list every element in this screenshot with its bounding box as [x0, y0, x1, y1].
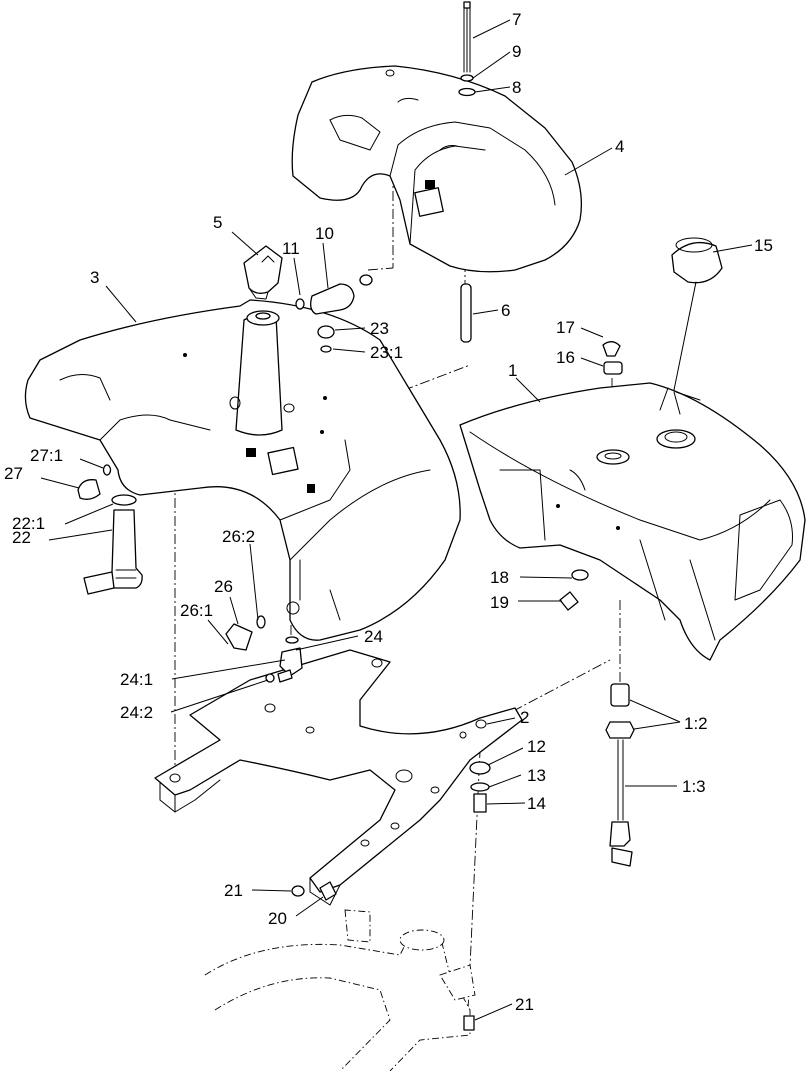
part-4-upper-cover	[291, 65, 583, 273]
callout-21-lower: 21	[515, 995, 534, 1014]
callout-15: 15	[754, 236, 773, 255]
callout-2: 2	[520, 708, 529, 727]
callout-26: 26	[214, 577, 233, 596]
callout-labels: 7 9 8 4 15 5 10 11 3 6 23 23:1 17 16 1 2…	[4, 10, 773, 1014]
part-2-mounting-plate	[154, 649, 523, 906]
callout-4: 4	[615, 137, 624, 156]
callout-7: 7	[512, 10, 521, 29]
callout-1: 1	[508, 361, 517, 380]
callout-22: 22	[12, 528, 31, 547]
callout-10: 10	[315, 224, 334, 243]
callout-14: 14	[527, 794, 546, 813]
callout-21-upper: 21	[224, 881, 243, 900]
callout-26-2: 26:2	[222, 527, 255, 546]
callout-9: 9	[512, 42, 521, 61]
leader-lines	[40, 19, 753, 1021]
frame-phantom	[204, 909, 476, 1071]
callout-11: 11	[282, 239, 300, 258]
callout-6: 6	[501, 301, 510, 320]
callout-24-2: 24:2	[120, 703, 153, 722]
callout-16: 16	[556, 348, 575, 367]
callout-20: 20	[268, 909, 287, 928]
callout-27-1: 27:1	[30, 446, 63, 465]
callout-17: 17	[556, 318, 575, 337]
callout-8: 8	[512, 78, 521, 97]
callout-1-2: 1:2	[684, 714, 708, 733]
callout-5: 5	[213, 213, 222, 232]
callout-3: 3	[90, 268, 99, 287]
callout-23-1: 23:1	[370, 343, 403, 362]
hardware-parts	[77, 1, 723, 1031]
callout-26-1: 26:1	[180, 601, 213, 620]
callout-24: 24	[364, 627, 383, 646]
callout-12: 12	[527, 737, 546, 756]
callout-18: 18	[490, 568, 509, 587]
callout-19: 19	[490, 593, 509, 612]
callout-23: 23	[370, 319, 389, 338]
callout-27: 27	[4, 464, 23, 483]
callout-24-1: 24:1	[120, 670, 153, 689]
part-1-fuel-tank	[459, 382, 806, 661]
callout-22-1: 22:1	[12, 514, 45, 533]
part-3-lower-hood	[24, 299, 461, 641]
callout-13: 13	[527, 766, 546, 785]
callout-1-3: 1:3	[682, 777, 706, 796]
